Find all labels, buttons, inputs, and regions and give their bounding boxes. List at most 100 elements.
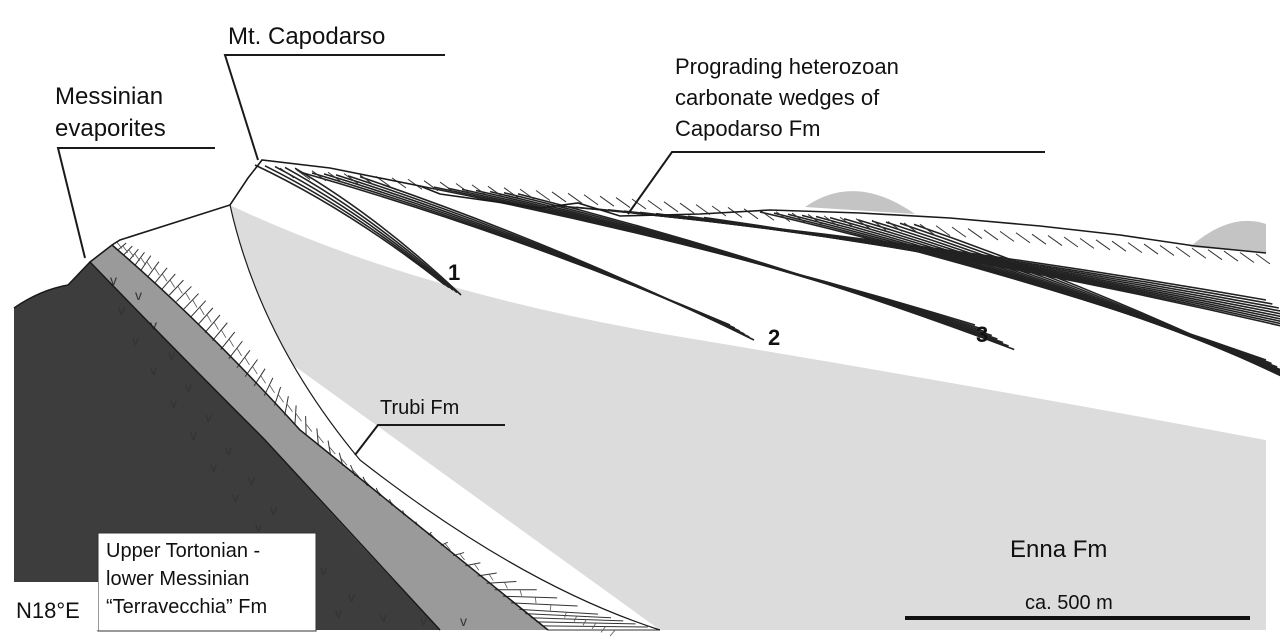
toplap-tick — [903, 222, 919, 234]
evaporite-v-mark: v — [335, 605, 342, 621]
evaporite-v-mark: v — [320, 562, 327, 578]
toplap-tick — [551, 191, 567, 203]
toplap-tick — [359, 174, 375, 186]
evaporite-v-mark: v — [110, 272, 117, 288]
evaporite-v-mark: v — [170, 395, 177, 411]
evaporite-v-mark: v — [232, 489, 239, 505]
label-mt-capodarso: Mt. Capodarso — [228, 23, 385, 50]
toplap-tick — [951, 226, 967, 238]
toplap-tick — [983, 229, 999, 241]
toplap-tick — [279, 167, 295, 179]
toplap-tick — [647, 199, 663, 211]
toplap-tick — [583, 194, 599, 206]
evaporite-v-mark: v — [118, 302, 125, 318]
label-tortonian-line1: Upper Tortonian - — [106, 540, 260, 562]
evaporite-v-mark: v — [380, 609, 387, 625]
toplap-tick — [295, 169, 311, 180]
trubi-top-boundary — [229, 204, 661, 631]
toplap-tick — [1223, 250, 1239, 262]
toplap-tick — [871, 219, 887, 231]
toplap-tick — [1239, 252, 1255, 263]
toplap-tick — [311, 170, 327, 182]
clinoform-line — [274, 165, 454, 291]
clinoform-line — [517, 193, 1015, 351]
toplap-tick — [807, 214, 823, 225]
label-prograding-line2: carbonate wedges of — [675, 85, 880, 110]
evaporite-top-boundary — [111, 244, 549, 631]
evaporite-v-mark: v — [132, 332, 139, 348]
label-prograding-line1: Prograding heterozoan — [675, 54, 899, 79]
evaporite-v-mark: v — [420, 612, 427, 628]
orientation-box — [14, 582, 98, 630]
toplap-tick — [327, 171, 343, 183]
toplap-tick — [935, 225, 951, 237]
toplap-tick — [1159, 245, 1175, 256]
toplap-tick — [759, 209, 775, 221]
evaporite-v-mark: v — [255, 519, 262, 535]
toplap-tick — [1047, 235, 1063, 246]
toplap-tick — [855, 218, 871, 230]
toplap-tick — [1111, 240, 1127, 252]
toplap-tick — [1175, 246, 1191, 258]
clinoform-lines — [254, 164, 1280, 377]
label-orientation: N18°E — [16, 598, 80, 623]
mound-1 — [805, 191, 915, 214]
toplap-tick — [839, 216, 855, 228]
label-tortonian-line3: “Terravecchia” Fm — [106, 596, 267, 618]
toplap-tick — [503, 187, 519, 199]
toplap-tick — [1015, 232, 1031, 244]
toplap-tick — [1143, 243, 1159, 255]
evaporite-v-mark: v — [150, 317, 157, 333]
evaporite-v-mark: v — [348, 589, 355, 605]
messinian-evaporites-unit — [90, 245, 548, 630]
evaporite-v-mark: v — [210, 459, 217, 475]
label-tortonian-line2: lower Messinian — [106, 568, 249, 590]
clinoform-line — [294, 167, 462, 296]
toplap-tick — [1127, 242, 1143, 254]
leader-mt-capodarso — [223, 54, 445, 161]
wedge-number-1: 1 — [448, 260, 460, 285]
wedge-number-3: 3 — [976, 322, 988, 347]
evaporite-v-mark: v — [190, 427, 197, 443]
toplap-tick — [487, 185, 503, 197]
toplap-tick — [439, 181, 455, 193]
evaporite-v-mark: v — [135, 287, 142, 303]
evaporite-v-mark: v — [168, 347, 175, 363]
clinoform-line — [264, 165, 450, 289]
toplap-tick — [1063, 236, 1079, 248]
label-scale-bar: ca. 500 m — [1025, 592, 1113, 614]
toplap-tick — [1079, 237, 1095, 249]
toplap-tick — [791, 212, 807, 224]
clinoform-line — [703, 216, 1280, 327]
toplap-tick — [663, 201, 679, 213]
toplap-tick — [1095, 239, 1111, 251]
toplap-tick — [599, 195, 615, 207]
leader-trubi-fm — [354, 424, 505, 456]
toplap-tick — [919, 223, 935, 235]
terravecchia-top-boundary — [13, 260, 441, 631]
toplap-tick — [679, 202, 695, 214]
toplap-tick — [1255, 253, 1271, 265]
toplap-tick — [615, 197, 631, 208]
toplap-tick — [999, 230, 1015, 242]
label-messinian-line2: evaporites — [55, 115, 166, 142]
toplap-tick — [967, 228, 983, 239]
label-trubi-fm: Trubi Fm — [380, 397, 459, 419]
wedge-number-2: 2 — [768, 325, 780, 350]
clinoform-line — [254, 164, 446, 286]
toplap-tick — [343, 173, 359, 185]
toplap-tick — [775, 211, 791, 223]
trubi-fm-unit — [112, 205, 660, 630]
clinoform-line — [913, 223, 1280, 377]
toplap-tick — [1191, 247, 1207, 259]
topographic-surface — [89, 159, 1267, 263]
toplap-tick — [567, 192, 583, 204]
terravecchia-label-box — [97, 532, 317, 632]
toplap-tick — [887, 221, 903, 232]
clinoform-line — [284, 166, 458, 294]
toplap-tick — [519, 188, 535, 200]
evaporite-v-mark: v — [205, 409, 212, 425]
toplap-tick — [1207, 249, 1223, 261]
